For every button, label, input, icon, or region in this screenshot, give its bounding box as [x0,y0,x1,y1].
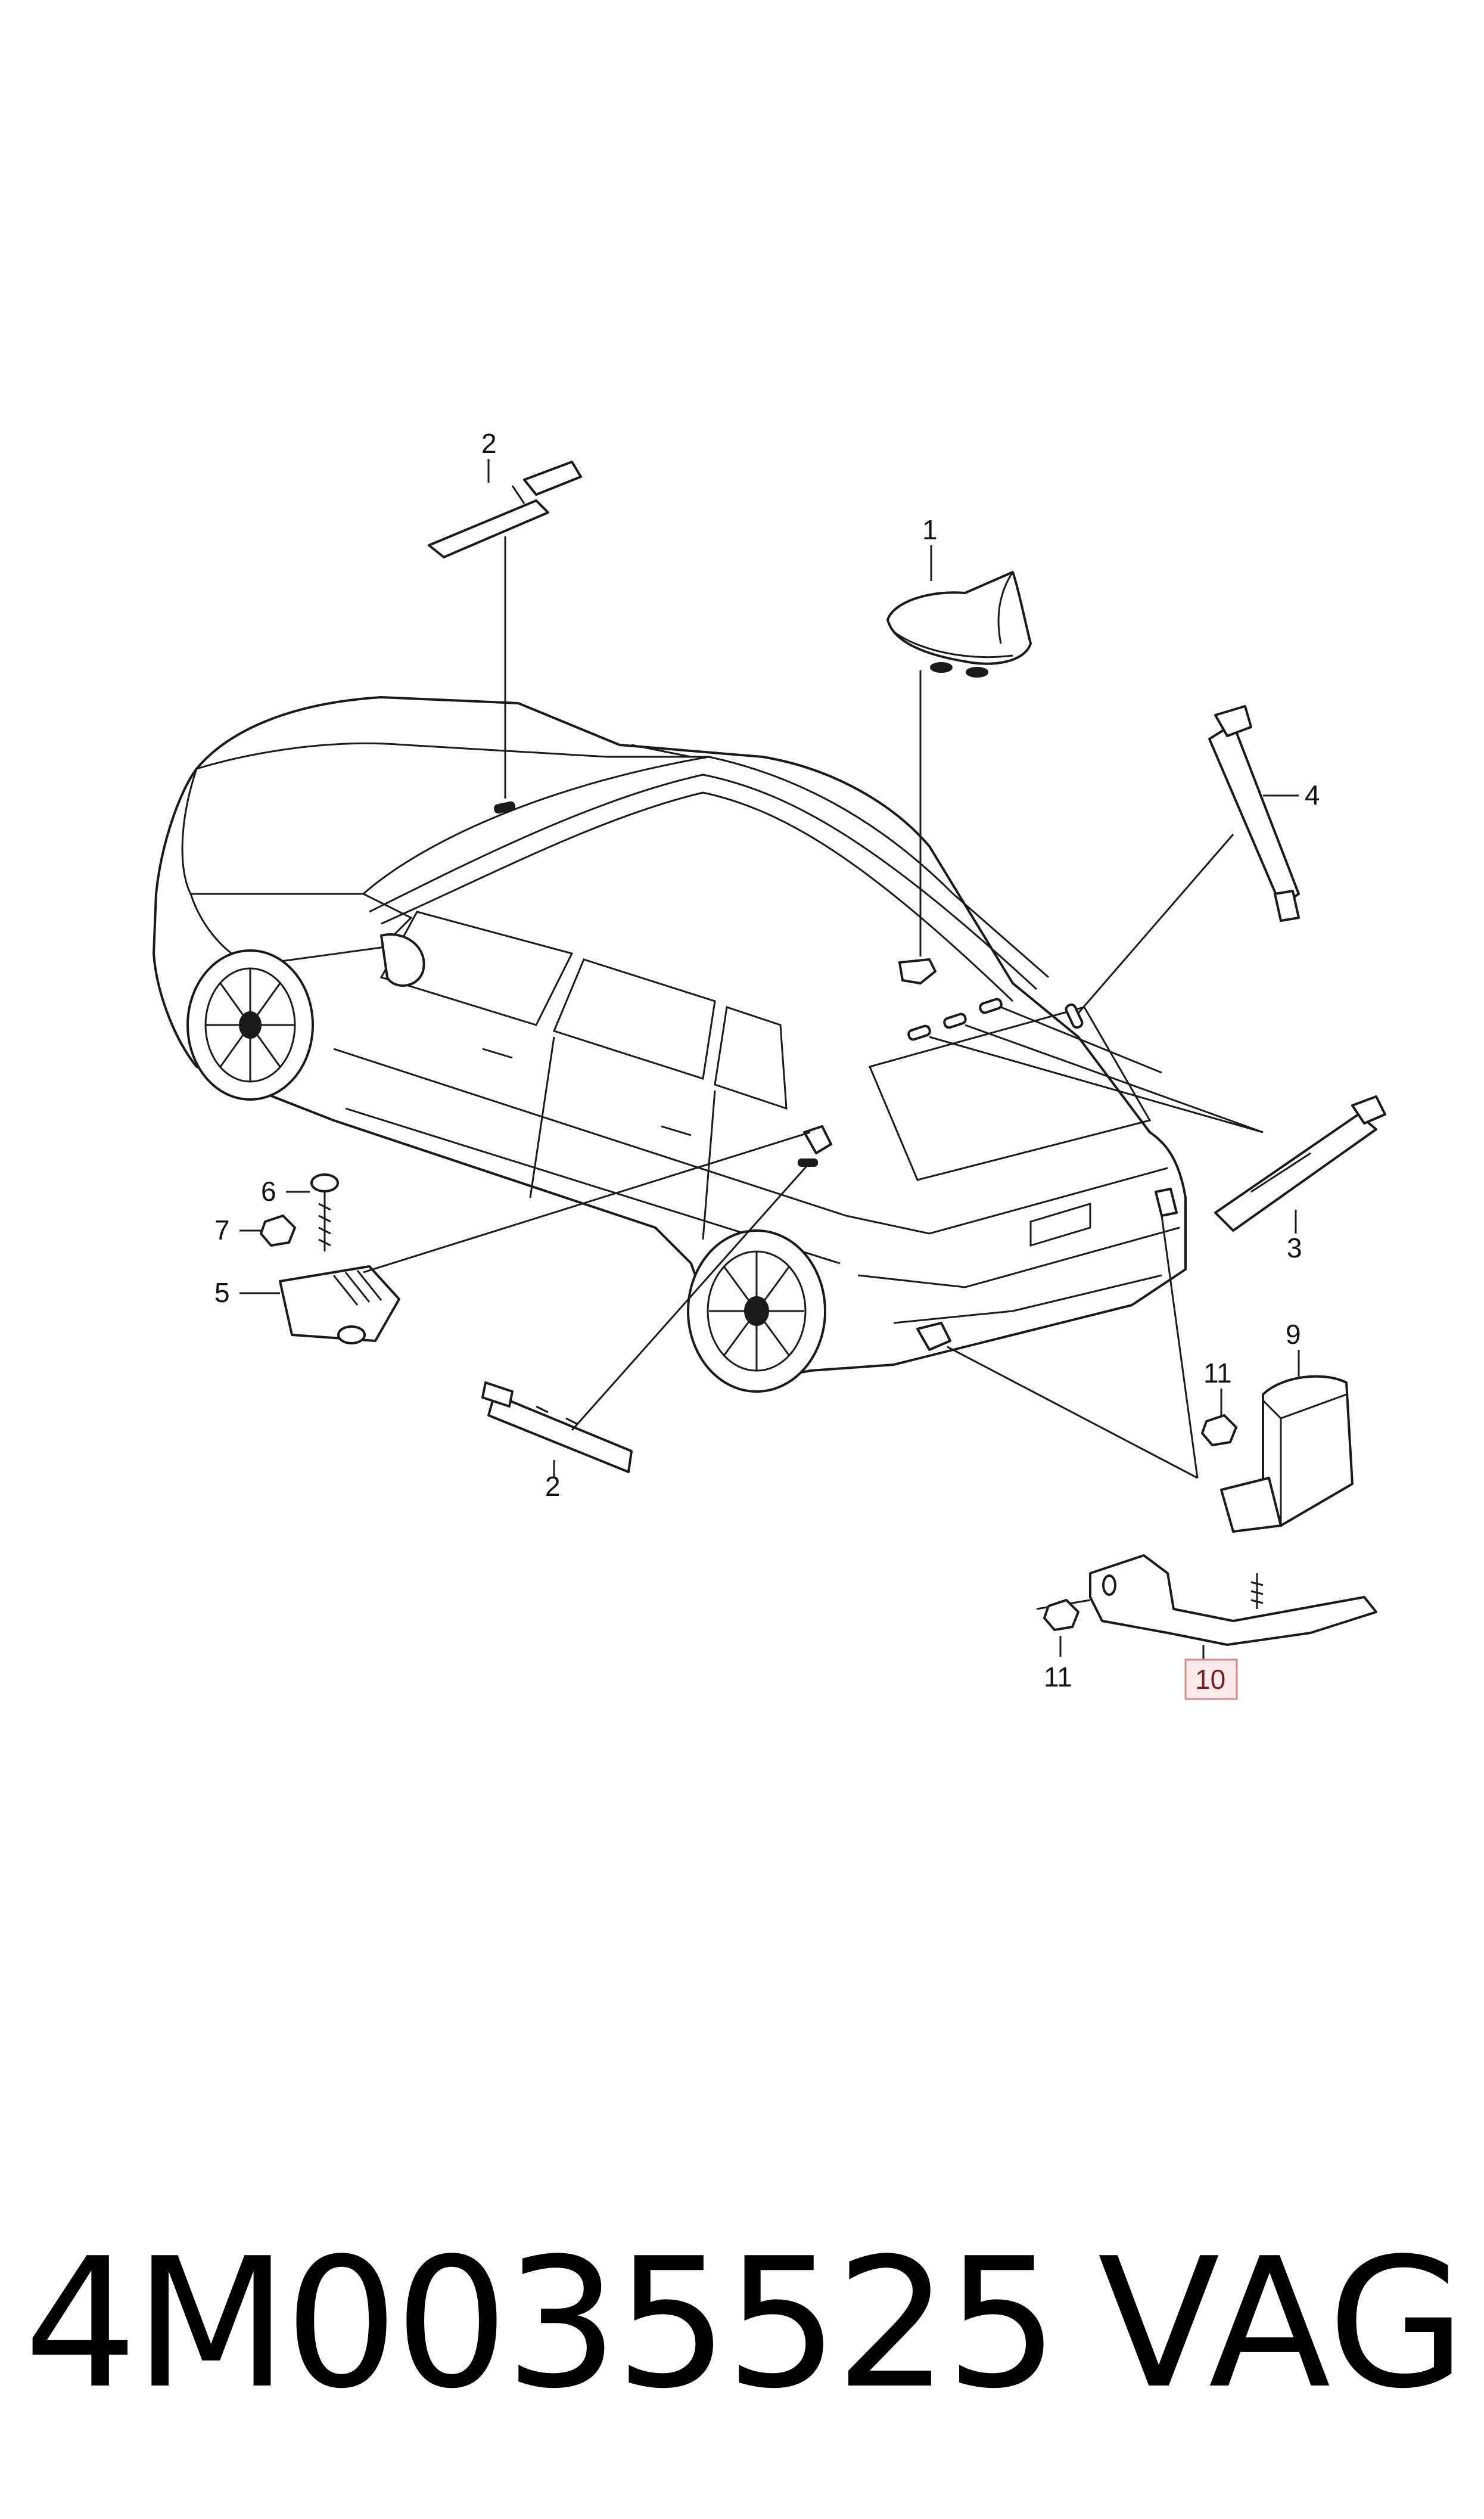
antenna-module-bottom [481,1381,633,1473]
shark-fin-antenna [886,571,1032,678]
callouts: 1 2 4 3 6 7 5 9 11 2 11 10 [214,428,1320,1700]
highlight-box-10 [1184,1658,1238,1700]
callout-3: 3 [1287,1232,1302,1263]
brand-label: VAG [1097,2220,1466,2428]
footer: 4M0035525 VAG [0,2217,1484,2431]
callout-4: 4 [1305,779,1320,810]
vehicle-outline [153,696,1187,1393]
nut-top-left [260,1215,296,1247]
callout-11-bottom: 11 [1044,1661,1072,1692]
control-unit-bracket [279,1265,400,1344]
callout-7: 7 [214,1215,230,1245]
antenna-module-top [428,461,582,558]
nut-top-right [1201,1414,1237,1446]
rear-antenna-amplifier [1214,1095,1386,1232]
callout-5: 5 [214,1277,230,1308]
nut-bottom [1043,1599,1079,1631]
callout-6: 6 [261,1176,276,1207]
callout-10: 10 [1195,1664,1225,1695]
part-number: 4M0035525 [24,2220,1059,2428]
antenna-control-unit [1220,1375,1354,1533]
vertical-antenna-amplifier [1208,705,1300,922]
screw [310,1173,339,1251]
leader-lines [239,459,1300,1660]
callout-1: 1 [922,514,938,545]
callout-11-top: 11 [1203,1358,1232,1389]
mount-markers [494,801,1178,1351]
callout-9: 9 [1286,1319,1301,1350]
callout-2-top: 2 [481,428,497,459]
callout-2-bottom: 2 [545,1471,561,1502]
mounting-bracket [1036,1554,1377,1646]
